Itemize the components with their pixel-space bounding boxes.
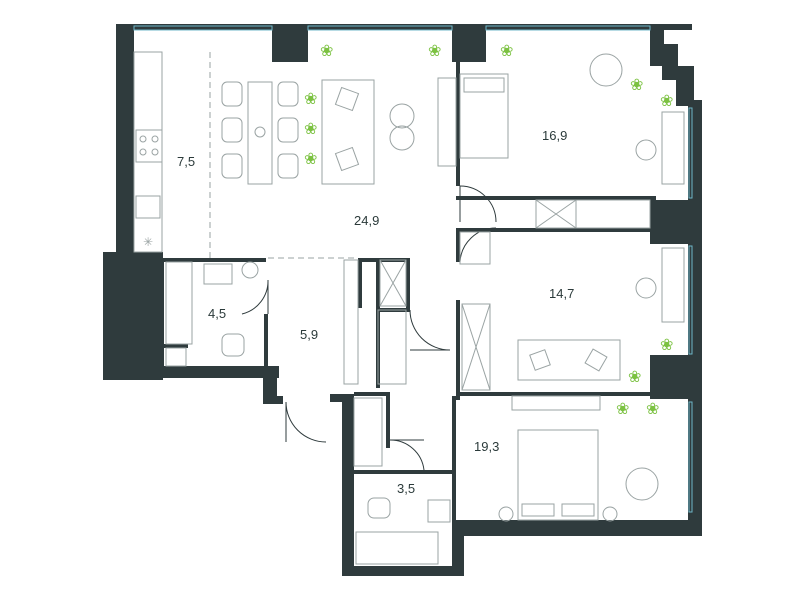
plant-icon: ❀: [630, 77, 643, 94]
plant-icon: ❀: [616, 401, 629, 418]
desk-icon: [661, 111, 685, 185]
bathtub-icon: [165, 261, 193, 345]
armchair-icon: [589, 53, 623, 87]
room-area-labels: 7,5 24,9 16,9 4,5 5,9 14,7 19,3 3,5: [177, 128, 574, 496]
toilet-icon: [367, 497, 391, 519]
bed-icon: [459, 73, 509, 159]
area-bathroom-left: 4,5: [208, 306, 226, 321]
snowflake-icon: ✳: [143, 235, 153, 249]
area-living: 24,9: [354, 213, 379, 228]
plant-icon: ❀: [304, 91, 317, 108]
area-bedroom-middle: 14,7: [549, 286, 574, 301]
bathroom-left-fixtures: [165, 261, 259, 367]
round-table-icon: [389, 103, 415, 129]
bathtub-icon: [355, 531, 439, 565]
armchair-icon: [625, 467, 659, 501]
bathroom-bottom-fixtures: [355, 497, 451, 565]
stair-stripes: [343, 199, 577, 467]
bed-icon: [517, 429, 599, 521]
area-bathroom-bottom: 3,5: [397, 481, 415, 496]
sink-icon: [135, 195, 161, 219]
plant-icon: ❀: [646, 401, 659, 418]
plant-icon: ❀: [660, 93, 673, 110]
plant-icon: ❀: [500, 43, 513, 60]
plant-icon: ❀: [320, 43, 333, 60]
bedroom-bottom-furniture: [498, 395, 659, 522]
windows: [133, 25, 693, 513]
plant-icon: ❀: [660, 337, 673, 354]
plants: ❀ ❀ ❀ ❀ ❀ ❀ ❀ ❀ ❀ ❀ ❀ ❀: [304, 43, 673, 418]
sofa-icon: [321, 77, 457, 185]
area-hall: 5,9: [300, 327, 318, 342]
area-bedroom-bottom: 19,3: [474, 439, 499, 454]
plant-icon: ❀: [628, 369, 641, 386]
sink-icon: [203, 263, 233, 285]
plant-icon: ❀: [304, 121, 317, 138]
area-kitchen: 7,5: [177, 154, 195, 169]
bedroom-top-furniture: [459, 53, 685, 229]
bedroom-middle-furniture: [459, 231, 685, 391]
area-bedroom-top: 16,9: [542, 128, 567, 143]
interior-walls: [160, 62, 688, 520]
plant-icon: ❀: [304, 151, 317, 168]
kitchen-furniture: ✳: [133, 51, 163, 253]
sink-icon: [427, 499, 451, 523]
zone-lines: [209, 52, 358, 259]
plant-icon: ❀: [428, 43, 441, 60]
toilet-icon: [221, 333, 245, 357]
doors: [241, 185, 497, 471]
dining-set: [221, 81, 299, 185]
